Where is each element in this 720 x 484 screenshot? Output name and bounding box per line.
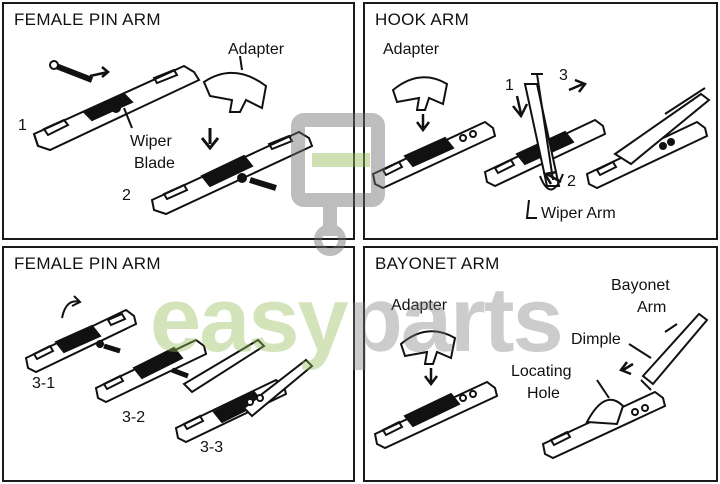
step-3-2-blade [94,338,266,404]
arrow-2 [542,170,562,185]
step-3-1-blade [24,295,138,374]
label-step-3-1: 3-1 [32,375,56,392]
panel-title: BAYONET ARM [375,254,500,273]
female-pin-arm-steps-illustration [24,295,314,444]
down-arrow [200,128,220,151]
wiper-leader [123,107,133,129]
bayonet-arrow [619,361,634,376]
arrow-3 [568,78,587,93]
label-adapter: Adapter [391,297,448,314]
label-bayonet: Bayonet [611,277,670,294]
down-arrow [416,114,430,133]
wiper-arm-leader [525,199,537,219]
panel-title: HOOK ARM [375,10,470,29]
label-step-3-2: 3-2 [122,409,146,426]
panel-female-pin-arm-top: FEMALE PIN ARM [2,2,355,240]
label-locating: Locating [511,363,572,380]
label-step-3-3: 3-3 [200,439,224,456]
label-step-2: 2 [122,187,131,204]
label-wiper: Wiper [130,133,172,150]
label-step-1: 1 [505,77,514,94]
locating-hole-leader [596,379,610,399]
panel-bayonet-arm: BAYONET ARM [363,246,718,482]
step-3-3-blade [174,358,314,444]
panel-hook-arm: HOOK ARM [363,2,718,240]
dimple-leader [628,343,652,359]
bayonet-leader [664,323,678,333]
label-step-1: 1 [18,117,27,134]
arrow-1 [512,95,529,119]
label-adapter: Adapter [228,41,285,58]
female-pin-arm-illustration [32,55,314,216]
label-step-2: 2 [567,173,576,190]
label-hole: Hole [527,385,560,402]
adapter [202,55,268,113]
pin-arrow [89,66,110,78]
label-arm: Arm [637,299,667,316]
label-dimple: Dimple [571,331,621,348]
panel-female-pin-arm-bottom: FEMALE PIN ARM [2,246,355,482]
down-arrow [424,368,438,387]
pin [49,60,94,83]
panel-title: FEMALE PIN ARM [14,10,161,29]
wiper-blade-right [585,87,711,190]
wiper-blade-left [371,120,497,190]
label-wiper-arm: Wiper Arm [541,205,616,222]
wiper-blade-left [373,380,499,450]
wiper-blade-middle [483,73,607,191]
panel-title: FEMALE PIN ARM [14,254,161,273]
wiper-blade-right [541,390,667,460]
wiper-blade-2 [150,130,314,216]
adapter [399,330,457,365]
wiper-blade-1 [32,64,201,152]
adapter [391,76,449,111]
hook-arm-illustration [371,73,711,219]
label-adapter: Adapter [383,41,440,58]
label-step-3: 3 [559,67,568,84]
bayonet-arm [640,312,709,391]
label-blade: Blade [134,155,175,172]
bayonet-arm-illustration [373,312,709,460]
